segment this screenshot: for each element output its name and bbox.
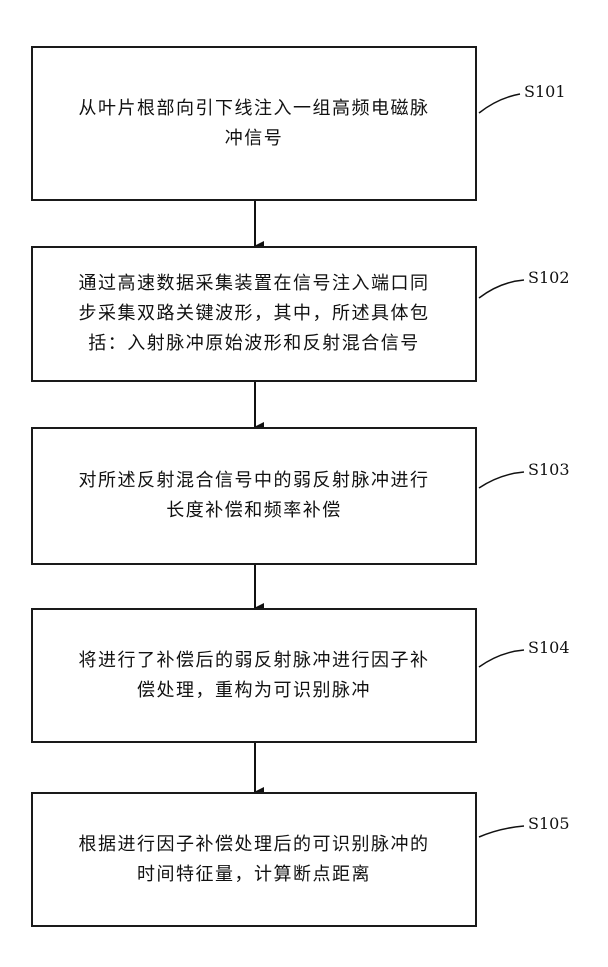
step-label-s101: S101 [524, 82, 566, 101]
leader-s104 [479, 650, 524, 667]
leader-s102 [479, 280, 524, 298]
step-label-s103: S103 [528, 460, 570, 479]
step-box-s103: 对所述反射混合信号中的弱反射脉冲进行 长度补偿和频率补偿 [31, 427, 477, 565]
leader-s101 [479, 94, 520, 113]
step-label-s104: S104 [528, 638, 570, 657]
step-text-s102: 通过高速数据采集装置在信号注入端口同 步采集双路关键波形，其中，所述具体包 括：… [63, 269, 446, 359]
step-box-s102: 通过高速数据采集装置在信号注入端口同 步采集双路关键波形，其中，所述具体包 括：… [31, 246, 477, 382]
step-box-s104: 将进行了补偿后的弱反射脉冲进行因子补 偿处理，重构为可识别脉冲 [31, 608, 477, 743]
step-label-s102: S102 [528, 268, 570, 287]
step-label-s105: S105 [528, 814, 570, 833]
step-box-s105: 根据进行因子补偿处理后的可识别脉冲的 时间特征量，计算断点距离 [31, 792, 477, 927]
step-text-s105: 根据进行因子补偿处理后的可识别脉冲的 时间特征量，计算断点距离 [63, 830, 446, 890]
step-text-s103: 对所述反射混合信号中的弱反射脉冲进行 长度补偿和频率补偿 [63, 466, 446, 526]
step-text-s101: 从叶片根部向引下线注入一组高频电磁脉 冲信号 [63, 94, 446, 154]
step-text-s104: 将进行了补偿后的弱反射脉冲进行因子补 偿处理，重构为可识别脉冲 [63, 646, 446, 706]
leader-s103 [479, 472, 524, 488]
leader-s105 [479, 826, 524, 837]
step-box-s101: 从叶片根部向引下线注入一组高频电磁脉 冲信号 [31, 46, 477, 201]
